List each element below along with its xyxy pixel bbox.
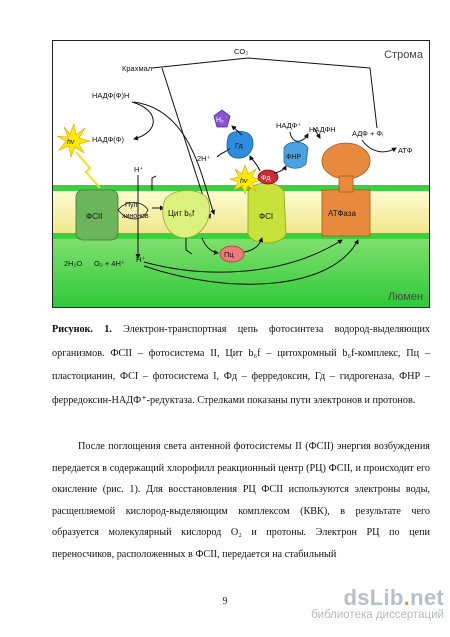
svg-text:хинонов: хинонов <box>122 213 149 220</box>
cyt-label: Цит b₆f <box>168 209 195 218</box>
co2-label: CO₂ <box>234 47 248 56</box>
gd-label: Гд <box>235 141 244 150</box>
atpase-complex <box>321 189 371 237</box>
h-lumen-label: H⁺ <box>136 255 145 264</box>
h2-label: H₂ <box>216 117 224 124</box>
starch-label: Крахмал <box>122 64 152 73</box>
watermark-sub: библиотека диссертаций <box>311 609 444 621</box>
light-burst-icon: hv <box>56 122 92 159</box>
photosynthesis-diagram: Строма Люмен CO₂ Крахмал НАДФ(Ф)Н НАДФ(Ф… <box>52 40 430 308</box>
svg-text:hv: hv <box>240 178 248 185</box>
nadph-top-label: НАДФ(Ф)Н <box>92 91 129 100</box>
figure: Строма Люмен CO₂ Крахмал НАДФ(Ф)Н НАДФ(Ф… <box>52 40 430 308</box>
figure-caption: Рисунок. 1. Электрон-транспортная цепь ф… <box>52 318 430 412</box>
quinone-pool-label: Пул <box>125 202 137 209</box>
adp-label: АДФ + Фᵢ <box>352 129 383 138</box>
atp-label: АТФ <box>398 146 413 155</box>
fnr-label: ФНР <box>286 154 301 161</box>
psi-complex <box>247 182 287 244</box>
pc-node <box>219 245 245 263</box>
caption-bold: Рисунок. 1. <box>52 324 112 335</box>
h2-node <box>213 109 231 128</box>
nadp-left-label: НАДФ(Ф) <box>92 135 124 144</box>
fd-label: Фд <box>261 175 270 182</box>
body-text: После поглощения света антенной фотосист… <box>52 441 430 560</box>
psi-label: ФСI <box>259 212 273 221</box>
lumen-label: Люмен <box>388 291 423 303</box>
body-paragraph: После поглощения света антенной фотосист… <box>52 436 430 566</box>
psii-label: ФСII <box>86 212 102 221</box>
page-number: 9 <box>222 596 228 607</box>
o2-label: O₂ + 4H⁺ <box>94 259 125 268</box>
h-plus-left: H⁺ <box>134 165 143 174</box>
watermark: dsLib.net библиотека диссертаций <box>311 585 444 621</box>
caption-text: Электрон-транспортная цепь фотосинтеза в… <box>52 324 430 406</box>
svg-text:hv: hv <box>67 139 75 146</box>
pc-label: Пц <box>224 250 234 259</box>
water-label: 2H₂O <box>64 259 82 268</box>
fd-node <box>257 169 279 185</box>
stroma-label: Строма <box>384 49 424 61</box>
fnr-node <box>283 141 309 169</box>
cyt-b6f-complex <box>162 190 210 239</box>
atpase-label: АТФаза <box>328 209 356 218</box>
watermark-brand: dsLib.net <box>343 585 444 610</box>
nadp-plus-label: НАДФ⁺ <box>276 121 301 130</box>
two-h-plus-label: 2H⁺ <box>197 154 211 163</box>
nadph-label: НАДФН <box>309 125 336 134</box>
psii-complex <box>75 189 119 241</box>
light-burst-icon-2: hv <box>228 164 262 195</box>
